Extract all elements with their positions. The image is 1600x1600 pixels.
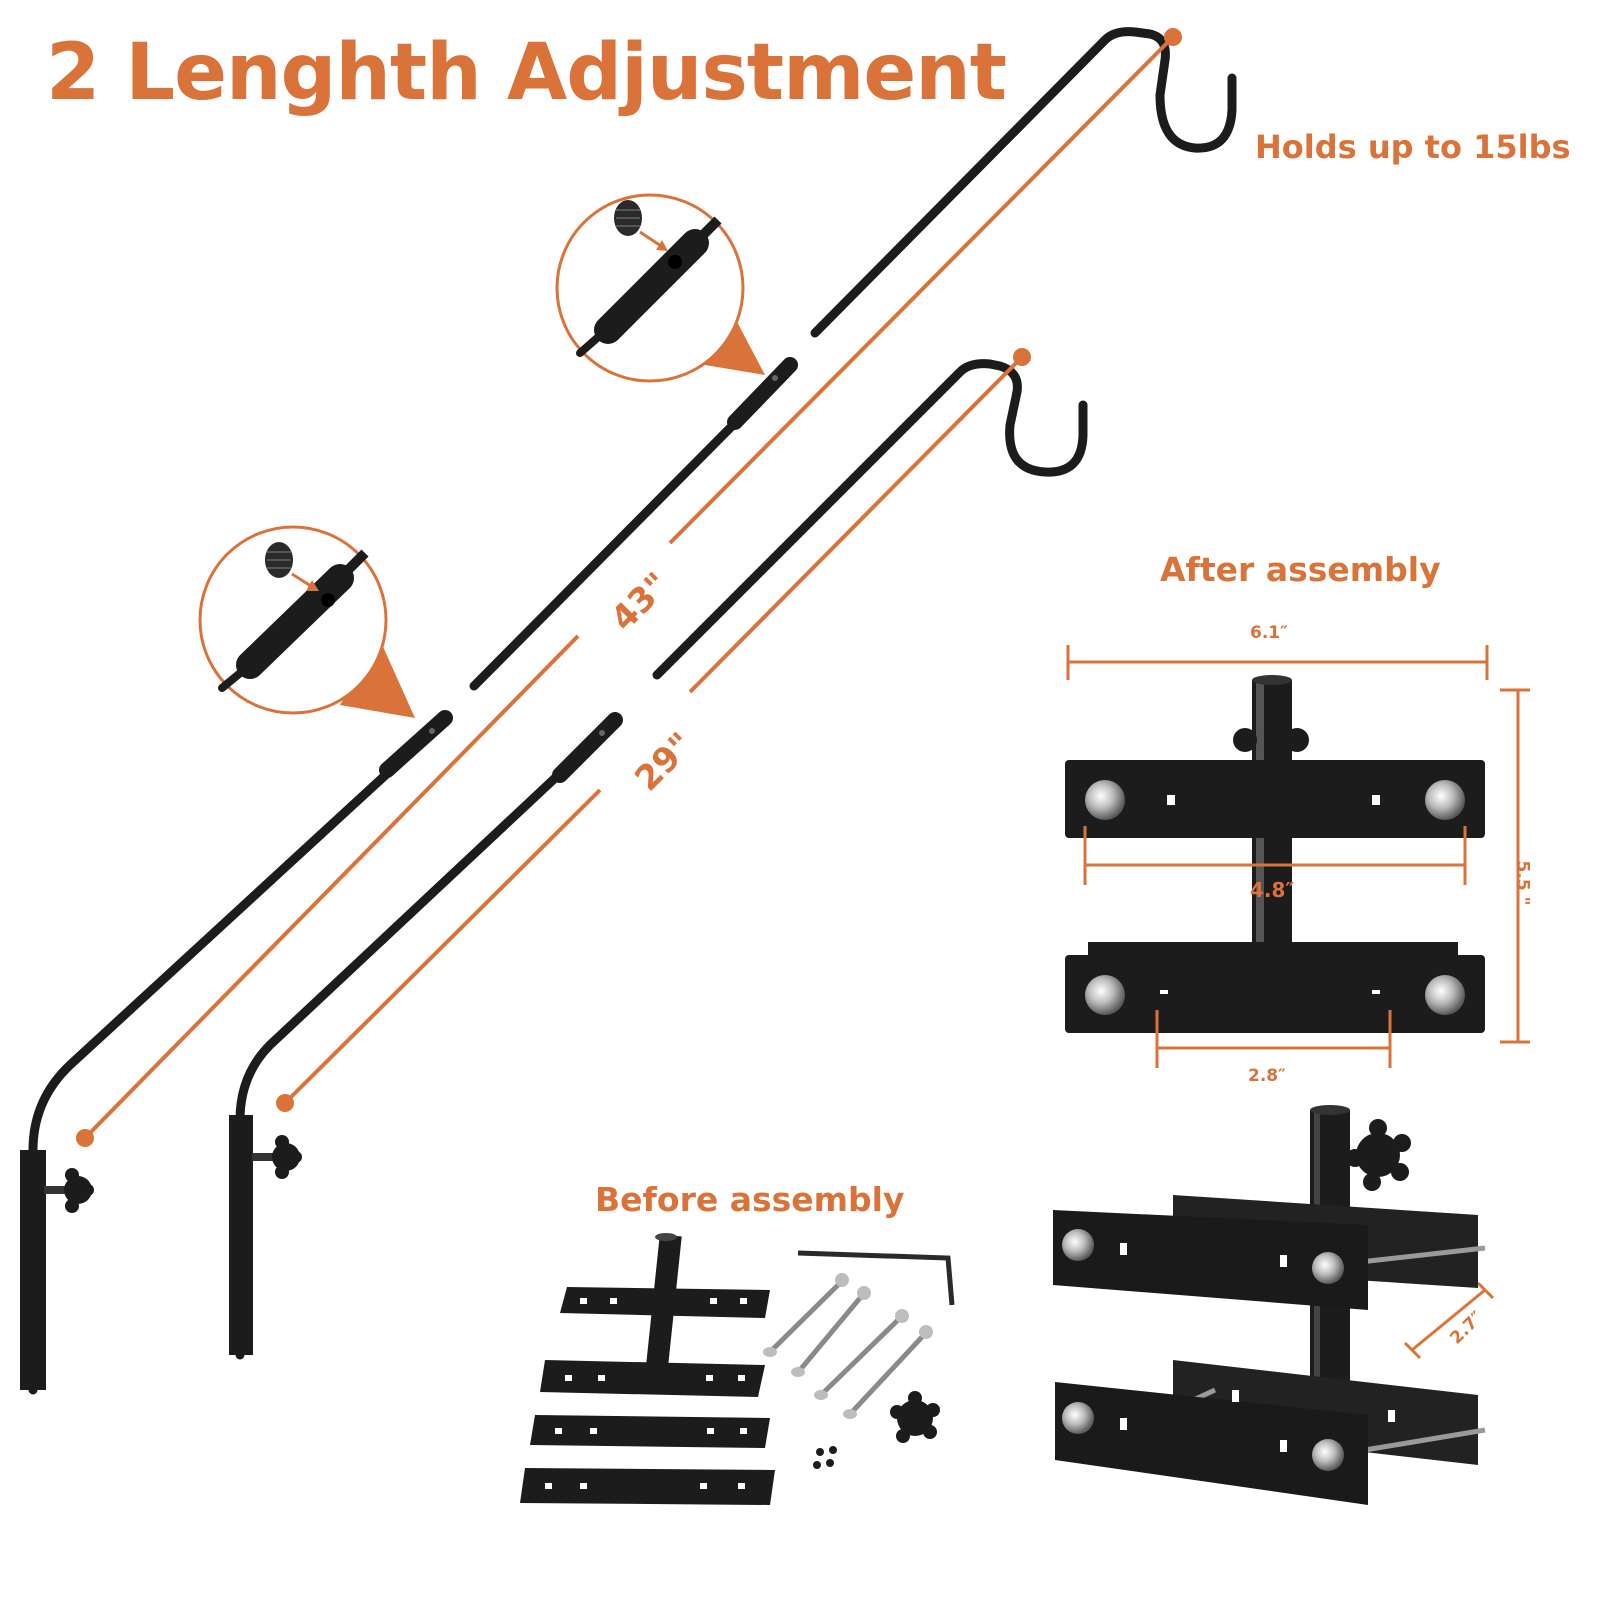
knob-icon (252, 1135, 302, 1179)
hole-spacing-label: 2.8″ (1248, 1066, 1286, 1086)
bolt-icon (769, 1282, 925, 1415)
bracket-width-label: 6.1″ (1250, 623, 1288, 643)
bracket-3d-view (1053, 1105, 1486, 1505)
dimension-lines (1066, 645, 1530, 1360)
zoom-callout-bottom (198, 525, 415, 718)
set-screw-icon (614, 200, 642, 236)
set-screw-icon (265, 542, 293, 578)
short-pole (229, 359, 1088, 1360)
page-title: 2 Lenghth Adjustment (46, 28, 1007, 118)
knob-icon (44, 1168, 94, 1213)
bracket-height-label: 5.5 " (1512, 860, 1533, 906)
zoom-callout-top (555, 193, 765, 383)
after-assembly-bracket (1065, 675, 1485, 1033)
inner-width-label: 4.8″ (1250, 878, 1295, 902)
knob-icon (890, 1391, 940, 1443)
before-assembly-label: Before assembly (595, 1180, 905, 1219)
long-pole (20, 27, 1237, 1395)
knob-icon (1346, 1119, 1411, 1191)
after-assembly-label: After assembly (1160, 550, 1441, 589)
before-assembly-parts (520, 1233, 955, 1505)
measurement-lines (83, 35, 1175, 1140)
set-screw-icon (813, 1446, 837, 1469)
capacity-label: Holds up to 15lbs (1255, 128, 1571, 166)
